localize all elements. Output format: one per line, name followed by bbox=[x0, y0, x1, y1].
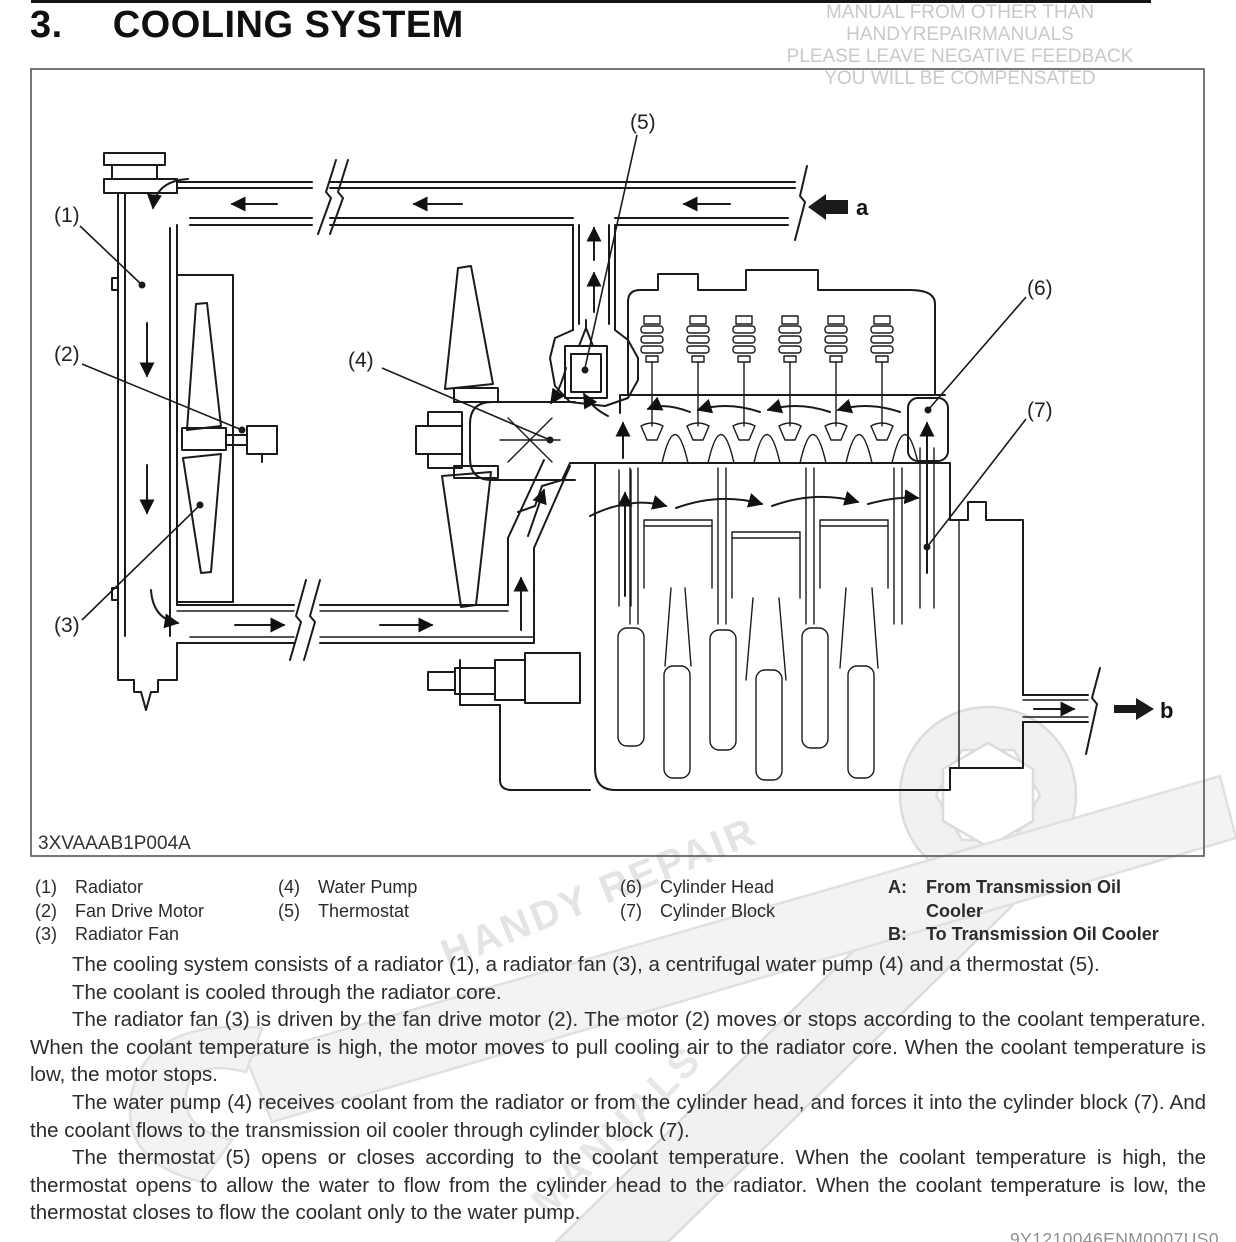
watermark-line: YOU WILL BE COMPENSATED bbox=[824, 68, 1096, 89]
cylinder-head-drawing bbox=[594, 394, 951, 574]
legend-col-3: (6)Cylinder Head (7)Cylinder Block bbox=[620, 876, 775, 923]
thick-arrow-right-icon bbox=[1114, 698, 1154, 720]
callout-2: (2) bbox=[54, 343, 80, 366]
flow-in-port: a bbox=[808, 194, 869, 220]
watermark-line: HANDYREPAIRMANUALS bbox=[846, 24, 1074, 45]
flywheel-housing-drawing bbox=[949, 501, 1101, 769]
cylinder-block-drawing bbox=[517, 447, 951, 791]
lower-hose-drawing bbox=[150, 459, 571, 661]
watermark-line: MANUAL FROM OTHER THAN bbox=[825, 2, 1095, 23]
callout-4: (4) bbox=[348, 349, 374, 372]
callout-1: (1) bbox=[54, 204, 80, 227]
legend-route-b: B:To Transmission Oil Cooler bbox=[888, 924, 1159, 944]
figure-code: 3XVAAAB1P004A bbox=[38, 833, 191, 854]
wrench-watermark-icon-2 bbox=[128, 774, 1236, 1184]
radiator-drawing bbox=[103, 152, 178, 711]
body-text: The cooling system consists of a radiato… bbox=[30, 951, 1206, 1227]
watermark-line: PLEASE LEAVE NEGATIVE FEEDBACK bbox=[786, 46, 1134, 67]
paragraph: The radiator fan (3) is driven by the fa… bbox=[30, 1008, 1206, 1087]
top-rule bbox=[31, 0, 1151, 3]
paragraph: The cooling system consists of a radiato… bbox=[72, 953, 1100, 976]
cooling-system-diagram: a b (1) (2) (3) (4) (5) (6) (7) 3XVAAAB1… bbox=[30, 68, 1205, 857]
upper-hose-drawing bbox=[176, 159, 808, 241]
pipe-break-mark bbox=[1085, 667, 1101, 755]
watermark-notice: MANUAL FROM OTHER THAN HANDYREPAIRMANUAL… bbox=[660, 2, 1236, 90]
paragraph: The thermostat (5) opens or closes accor… bbox=[30, 1146, 1206, 1225]
pipe-break-mark bbox=[329, 159, 349, 235]
crank-pulley-drawing bbox=[427, 652, 591, 791]
valve-train-drawing bbox=[640, 315, 894, 441]
pipe-break-mark bbox=[303, 579, 321, 661]
engine-fan-blade bbox=[441, 471, 492, 608]
legend-item: (4)Water Pump bbox=[278, 877, 418, 897]
flow-out-port: b bbox=[1114, 698, 1173, 723]
section-number: 3. bbox=[30, 4, 63, 46]
legend-item: (3)Radiator Fan bbox=[35, 924, 180, 944]
thick-arrow-left-icon bbox=[808, 194, 848, 220]
upper-hose-flow-arrows bbox=[139, 178, 731, 515]
legend-item: (6)Cylinder Head bbox=[620, 877, 775, 897]
paragraph: The water pump (4) receives coolant from… bbox=[30, 1090, 1206, 1142]
callout-6: (6) bbox=[1027, 277, 1053, 300]
flow-out-label: b bbox=[1160, 698, 1173, 723]
legend-route-a: A:From Transmission Oil Cooler bbox=[888, 877, 1122, 921]
pipe-break-mark bbox=[289, 579, 307, 661]
legend-item: (1)Radiator bbox=[35, 877, 144, 897]
legend-item: (7)Cylinder Block bbox=[620, 900, 776, 921]
engine-fan-blade bbox=[444, 265, 494, 390]
callout-5: (5) bbox=[630, 111, 656, 134]
callout-7: (7) bbox=[1027, 399, 1053, 422]
paragraph: The coolant is cooled through the radiat… bbox=[72, 980, 502, 1004]
flow-in-label: a bbox=[856, 195, 869, 220]
callouts: (1) (2) (3) (4) (5) (6) (7) bbox=[54, 111, 1053, 637]
doc-code: 9Y1210046ENM0007US0 bbox=[1010, 1229, 1219, 1242]
legend-item: (2)Fan Drive Motor bbox=[35, 900, 205, 921]
legend-routes: A:From Transmission Oil Cooler B:To Tran… bbox=[888, 876, 1159, 947]
legend-item: (5)Thermostat bbox=[278, 900, 410, 921]
fan-drive-motor-drawing bbox=[246, 425, 278, 455]
pipe-break-mark bbox=[794, 165, 808, 241]
section-title: COOLING SYSTEM bbox=[112, 4, 464, 46]
radiator-fan-drawing bbox=[176, 274, 278, 603]
water-pump-drawing bbox=[415, 265, 576, 608]
thermostat-drawing bbox=[549, 224, 639, 417]
callout-3: (3) bbox=[54, 614, 80, 637]
valve-cover-drawing bbox=[627, 269, 936, 396]
figure-border bbox=[30, 68, 1205, 857]
legend-col-1: (1)Radiator (2)Fan Drive Motor (3)Radiat… bbox=[35, 876, 204, 947]
page-title: 3. COOLING SYSTEM bbox=[30, 4, 464, 47]
pipe-break-mark bbox=[317, 159, 337, 235]
legend-col-2: (4)Water Pump (5)Thermostat bbox=[278, 876, 417, 923]
